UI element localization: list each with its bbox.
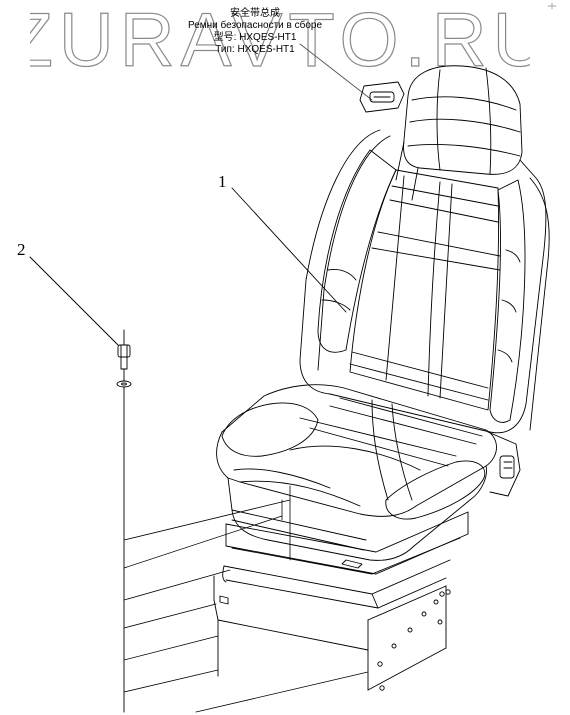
leader-line-title — [299, 43, 373, 101]
bolt-icon — [116, 329, 132, 713]
seat-cushion — [216, 384, 497, 561]
title-block: 安全带总成 Ремни безопасности в сборе 型号: HXQ… — [160, 8, 350, 56]
leader-line-1 — [231, 187, 347, 313]
model-ru: Тип: HXQES-HT1 — [215, 44, 295, 55]
watermark-logo: ZURAVTO.RU — [30, 4, 530, 76]
perspective-lines — [123, 485, 369, 713]
backrest — [299, 129, 550, 434]
recliner-mechanism — [487, 431, 521, 497]
leader-line-2 — [29, 256, 119, 346]
model-cn: 型号: HXQES-HT1 — [213, 32, 297, 43]
callout-2: 2 — [17, 240, 26, 259]
title-ru: Ремни безопасности в сборе — [187, 20, 323, 31]
watermark-text: ZURAVTO.RU — [30, 4, 530, 76]
callout-1: 1 — [218, 172, 227, 191]
headrest — [395, 65, 523, 201]
title-cn: 安全带总成 — [230, 8, 280, 19]
seat-base-frame — [213, 511, 469, 691]
corner-mark — [547, 2, 557, 10]
seatbelt-retractor — [359, 81, 405, 113]
